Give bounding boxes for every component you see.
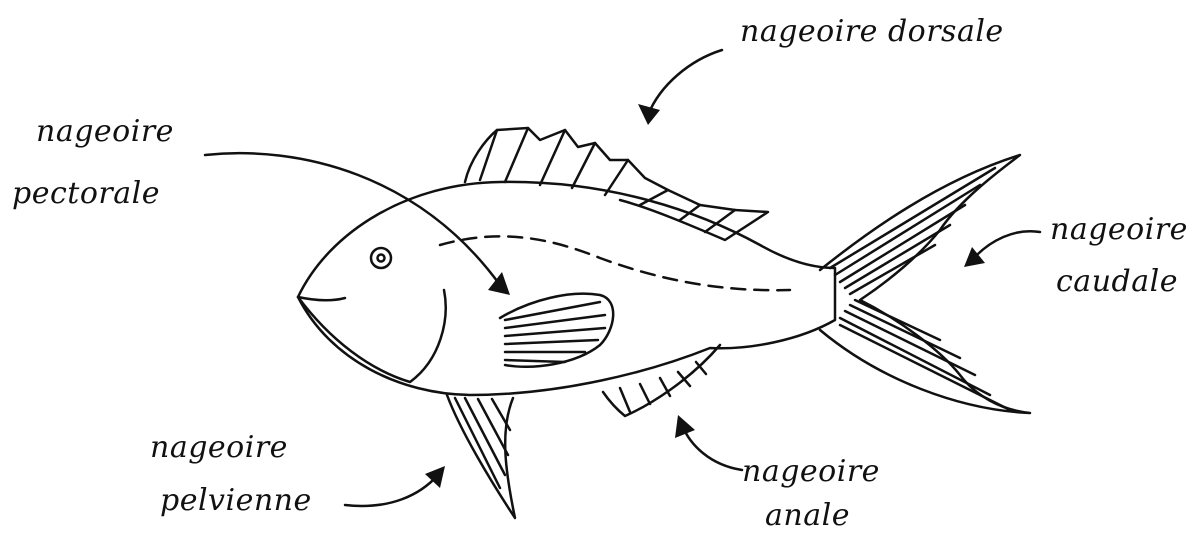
- arrowhead-dorsal: [638, 104, 660, 125]
- fish-gill-line: [298, 290, 446, 382]
- label-caudal-fin-line2: caudale: [1056, 264, 1178, 300]
- arrowhead-anal: [675, 415, 695, 438]
- label-pectoral-fin-line2: pectorale: [12, 176, 160, 212]
- arrow-dorsal: [648, 50, 722, 115]
- label-pelvic-fin-line1: nageoire: [150, 430, 288, 466]
- fish-body-outline: [298, 182, 835, 395]
- fish-mouth: [298, 297, 345, 300]
- pelvic-fin-rays: [455, 398, 510, 488]
- lateral-line: [440, 236, 790, 290]
- fish-eye: [371, 248, 391, 268]
- arrow-anal: [682, 425, 742, 470]
- anal-fin-rays: [620, 362, 706, 412]
- arrow-pectoral: [205, 153, 500, 285]
- label-anal-fin-line2: anale: [765, 498, 850, 534]
- fish-eye-pupil: [378, 255, 385, 262]
- label-dorsal-fin: nageoire dorsale: [740, 14, 1004, 50]
- arrow-pelvic: [345, 475, 438, 506]
- pelvic-fin: [447, 395, 515, 518]
- label-caudal-fin-line1: nageoire: [1050, 212, 1188, 248]
- label-pectoral-fin-line1: nageoire: [36, 114, 174, 150]
- arrow-caudal: [972, 231, 1040, 260]
- pectoral-fin: [500, 294, 613, 367]
- caudal-fin-rays: [830, 168, 1010, 410]
- dorsal-fin: [465, 128, 768, 240]
- label-pelvic-fin-line2: pelvienne: [160, 483, 312, 519]
- label-anal-fin-line1: nageoire: [742, 454, 880, 490]
